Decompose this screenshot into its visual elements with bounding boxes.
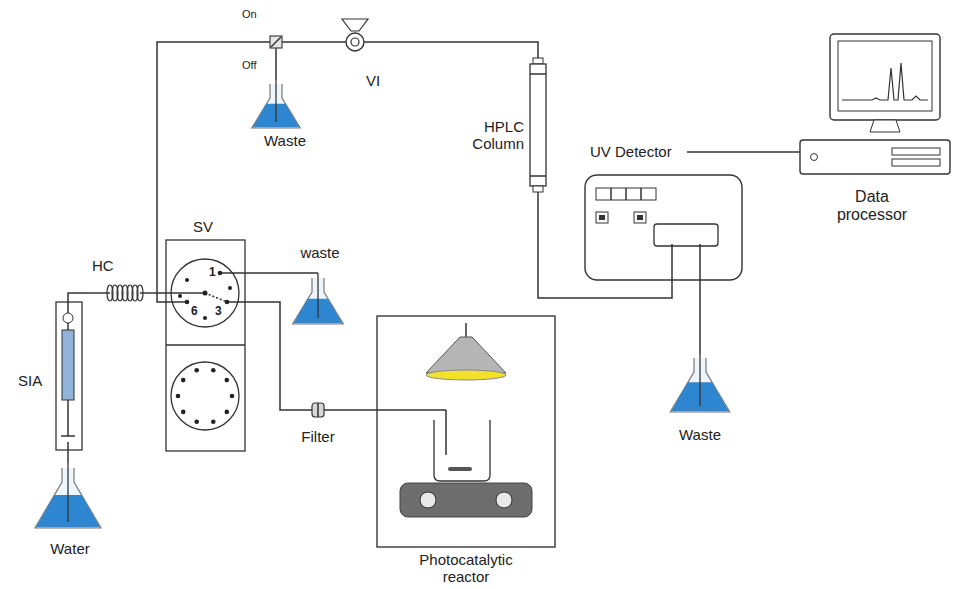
uv-detector: UV Detector: [582, 140, 747, 286]
tubing-line: [275, 76, 277, 80]
component-label: HC: [92, 257, 114, 274]
component-label: On: [242, 8, 257, 21]
component-label: Filter: [292, 428, 344, 445]
selection-valve-drawing: [165, 218, 248, 453]
port-number: 6: [191, 304, 198, 318]
uv-detector-drawing: [582, 140, 747, 286]
tubing-line: [699, 286, 701, 354]
port-number: 1: [209, 265, 216, 279]
tubing-line: [248, 302, 292, 410]
component-label: Photocatalytic reactor: [401, 552, 531, 585]
injection-valve: VI: [330, 14, 385, 94]
component-label: waste: [290, 244, 350, 261]
waste-flask: waste: [290, 244, 350, 336]
photocatalytic-reactor-drawing: [376, 315, 556, 587]
component-label: UV Detector: [590, 143, 672, 160]
selection-valve: SV 1 6 3: [165, 218, 248, 453]
tubing-line: [68, 293, 88, 300]
tubing-line: [344, 409, 376, 411]
waste-flask: Waste: [662, 354, 738, 446]
tubing-line: [248, 272, 290, 274]
data-processor: Data processor: [792, 28, 955, 243]
holding-coil: HC: [88, 255, 150, 303]
component-label: SV: [193, 218, 213, 235]
component-label: Data processor: [827, 188, 917, 225]
water-flask: Water: [35, 462, 105, 560]
tubing-line: [747, 151, 792, 153]
port-number: 3: [215, 304, 222, 318]
syringe-pump: SIA: [18, 300, 84, 452]
hplc-column: HPLC Column: [462, 50, 554, 200]
tubing-line: [285, 41, 330, 43]
tubing-line: [67, 452, 69, 462]
component-label: Waste: [250, 132, 320, 149]
switching-valve: OnOff: [240, 6, 285, 76]
component-label: VI: [366, 72, 380, 89]
tubing-line: [385, 42, 538, 50]
photocatalytic-reactor: Photocatalytic reactor: [376, 315, 556, 587]
component-label: Water: [35, 540, 105, 557]
syringe-filter: Filter: [292, 398, 344, 453]
component-label: HPLC Column: [462, 118, 524, 153]
component-label: SIA: [18, 372, 42, 389]
component-label: Off: [242, 59, 256, 72]
waste-flask: Waste: [250, 80, 320, 150]
component-label: Waste: [662, 426, 738, 443]
